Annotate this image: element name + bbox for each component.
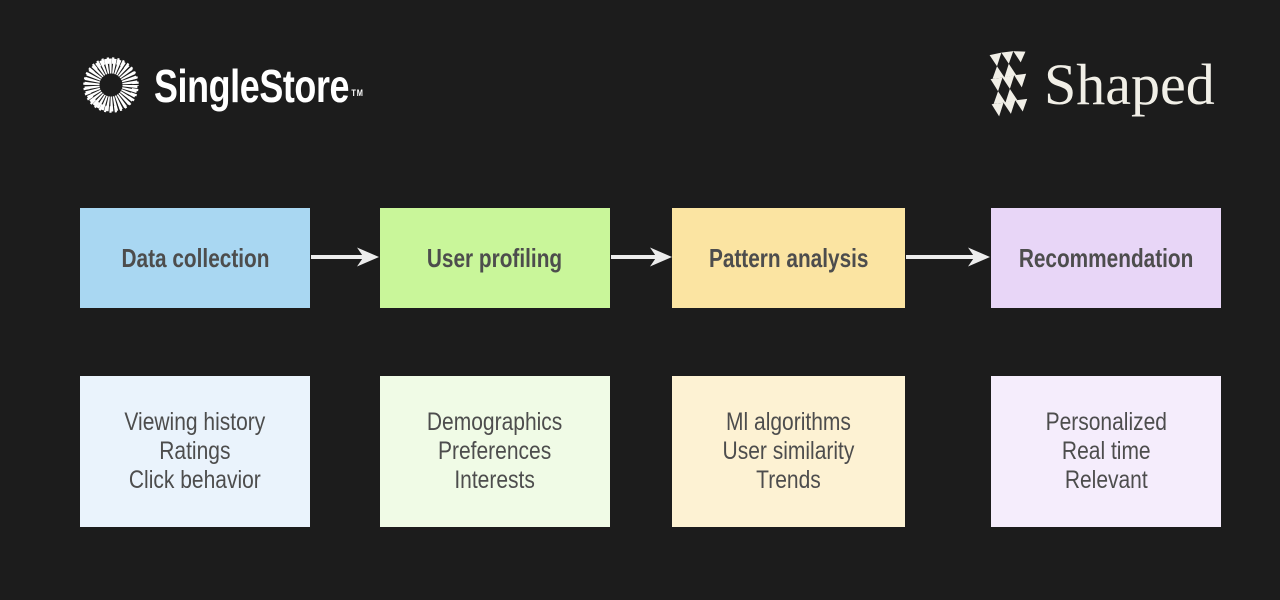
detail-line: Trends: [756, 466, 821, 494]
detail-line: User similarity: [722, 437, 855, 465]
arrow-head-icon: [357, 247, 379, 267]
singlestore-logo: SingleStore TM: [80, 54, 423, 116]
detail-line: Ratings: [159, 437, 231, 465]
flow-arrow-3: [906, 245, 990, 269]
shaped-flag-icon: [989, 51, 1028, 117]
singlestore-sunburst-icon: [83, 57, 139, 113]
detail-line: Preferences: [438, 437, 552, 465]
detail-line: Personalized: [1045, 408, 1167, 436]
arrow-shaft: [906, 255, 975, 259]
shaped-logo: Shaped: [986, 50, 1215, 122]
stage-box-data-collection: Data collection: [80, 208, 310, 308]
detail-line: Interests: [454, 466, 536, 494]
detail-line: Viewing history: [124, 408, 266, 436]
singlestore-name: SingleStore: [154, 60, 350, 112]
stage-box-user-profiling: User profiling: [380, 208, 610, 308]
stage-title: Data collection: [121, 242, 269, 273]
arrow-shaft: [611, 255, 657, 259]
flow-arrow-1: [311, 245, 379, 269]
stage-details-user-profiling: Demographics Preferences Interests: [380, 376, 610, 527]
detail-line: Click behavior: [129, 466, 261, 494]
flow-arrow-2: [611, 245, 672, 269]
stage-title: User profiling: [427, 242, 563, 273]
arrow-head-icon: [968, 247, 990, 267]
stage-box-recommendation: Recommendation: [991, 208, 1221, 308]
detail-line: Ml algorithms: [726, 408, 851, 436]
trademark-symbol: TM: [351, 88, 364, 99]
shaped-wordmark: Shaped: [1044, 51, 1215, 117]
arrow-shaft: [311, 255, 364, 259]
detail-line: Real time: [1061, 437, 1151, 465]
singlestore-wordmark: SingleStore TM: [154, 59, 364, 113]
stage-box-pattern-analysis: Pattern analysis: [672, 208, 905, 308]
arrow-head-icon: [650, 247, 672, 267]
stage-details-recommendation: Personalized Real time Relevant: [991, 376, 1221, 527]
stage-title: Pattern analysis: [708, 242, 869, 273]
stage-title: Recommendation: [1018, 242, 1194, 273]
detail-line: Relevant: [1064, 466, 1148, 494]
stage-details-pattern-analysis: Ml algorithms User similarity Trends: [672, 376, 905, 527]
detail-line: Demographics: [427, 408, 563, 436]
stage-details-data-collection: Viewing history Ratings Click behavior: [80, 376, 310, 527]
